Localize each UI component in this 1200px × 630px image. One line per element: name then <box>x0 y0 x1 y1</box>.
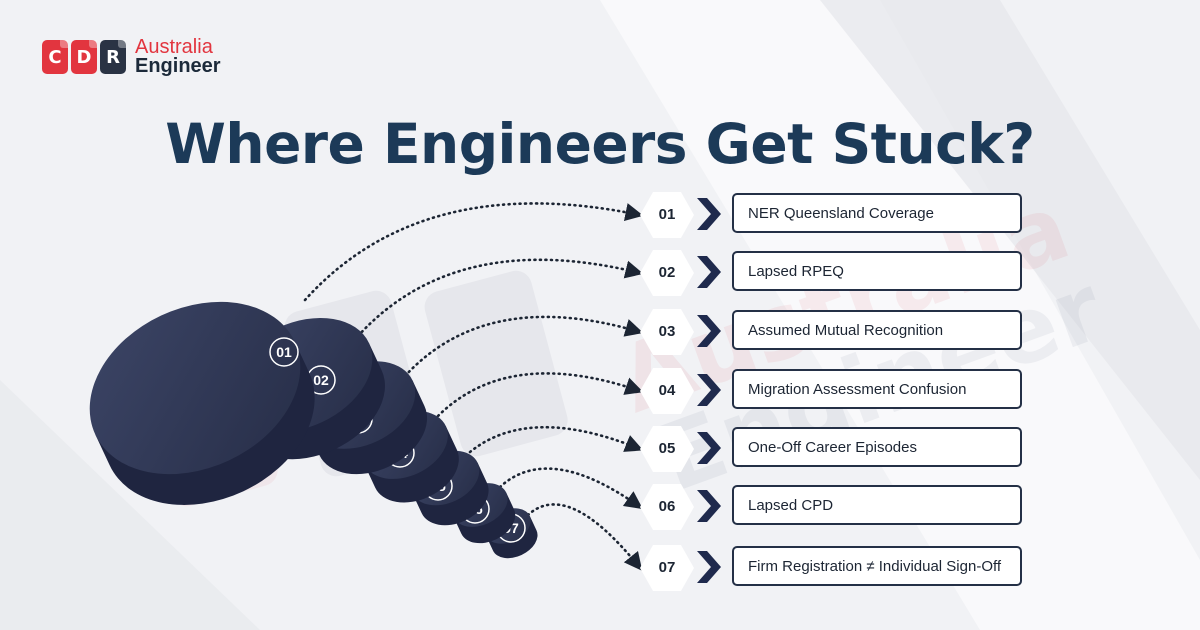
step-number-badge: 03 <box>640 309 694 355</box>
chevron-right-icon <box>697 315 721 347</box>
logo-wordmark: Australia Engineer <box>135 36 221 77</box>
step-label: Assumed Mutual Recognition <box>748 322 944 339</box>
hexagon-shape <box>640 250 694 296</box>
disc-number-badge: 01 <box>269 337 299 367</box>
chevron-right-icon <box>697 374 721 406</box>
step-label: Lapsed CPD <box>748 497 834 514</box>
hexagon-shape <box>640 545 694 591</box>
hexagon-shape <box>640 368 694 414</box>
step-item-04[interactable]: 04 Migration Assessment Confusion <box>640 368 1030 414</box>
connector-arrow-05 <box>468 425 644 454</box>
hexagon-shape <box>640 309 694 355</box>
step-label: Migration Assessment Confusion <box>748 381 967 398</box>
step-label-box: Lapsed RPEQ <box>732 251 1022 291</box>
step-number-badge: 07 <box>640 545 694 591</box>
step-number: 02 <box>658 264 676 281</box>
connector-arrow-06 <box>498 467 643 510</box>
step-number-badge: 04 <box>640 368 694 414</box>
hexagon-shape <box>640 192 694 238</box>
chevron-right-icon <box>697 198 721 230</box>
connector-arrow-04 <box>436 372 644 418</box>
step-number: 05 <box>658 440 676 457</box>
step-label: NER Queensland Coverage <box>748 205 934 222</box>
step-label-box: Lapsed CPD <box>732 485 1022 525</box>
hexagon-shape <box>640 426 694 472</box>
logo-word-engineer: Engineer <box>135 55 221 77</box>
step-item-01[interactable]: 01 NER Queensland Coverage <box>640 192 1030 238</box>
step-item-02[interactable]: 02 Lapsed RPEQ <box>640 250 1030 296</box>
logo-word-australia: Australia <box>135 36 213 58</box>
step-number: 04 <box>658 382 676 399</box>
step-item-06[interactable]: 06 Lapsed CPD <box>640 484 1030 530</box>
step-label: One-Off Career Episodes <box>748 439 917 456</box>
step-label-box: NER Queensland Coverage <box>732 193 1022 233</box>
step-label-box: Firm Registration ≠ Individual Sign-Off <box>732 546 1022 586</box>
chevron-right-icon <box>697 432 721 464</box>
chevron-right-icon <box>697 490 721 522</box>
step-number: 03 <box>658 323 676 340</box>
disc-number: 02 <box>313 372 329 388</box>
step-number-badge: 01 <box>640 192 694 238</box>
connector-arrow-02 <box>356 258 644 338</box>
step-item-03[interactable]: 03 Assumed Mutual Recognition <box>640 309 1030 355</box>
logo-letter-c: C <box>42 40 68 74</box>
connector-arrow-07 <box>522 503 643 571</box>
step-label-box: Assumed Mutual Recognition <box>732 310 1022 350</box>
connector-arrow-03 <box>403 315 644 378</box>
step-number: 07 <box>658 559 676 576</box>
step-label: Lapsed RPEQ <box>748 263 844 280</box>
step-label-box: One-Off Career Episodes <box>732 427 1022 467</box>
step-number-badge: 06 <box>640 484 694 530</box>
connector-arrow-01 <box>303 202 644 302</box>
chevron-right-icon <box>697 551 721 583</box>
logo-letter-d: D <box>71 40 97 74</box>
chevron-right-icon <box>697 256 721 288</box>
step-number: 06 <box>658 498 676 515</box>
page-title: Where Engineers Get Stuck? <box>165 112 1035 176</box>
step-number: 01 <box>658 206 676 223</box>
step-item-05[interactable]: 05 One-Off Career Episodes <box>640 426 1030 472</box>
brand-logo[interactable]: C D R Australia Engineer <box>42 36 221 77</box>
step-number-badge: 05 <box>640 426 694 472</box>
hexagon-shape <box>640 484 694 530</box>
step-label: Firm Registration ≠ Individual Sign-Off <box>748 558 1002 575</box>
step-number-badge: 02 <box>640 250 694 296</box>
step-label-box: Migration Assessment Confusion <box>732 369 1022 409</box>
step-item-07[interactable]: 07 Firm Registration ≠ Individual Sign-Of… <box>640 545 1030 591</box>
logo-letter-r: R <box>100 40 126 74</box>
disc-number: 01 <box>276 344 292 360</box>
funnel-disc-01 <box>89 301 315 505</box>
